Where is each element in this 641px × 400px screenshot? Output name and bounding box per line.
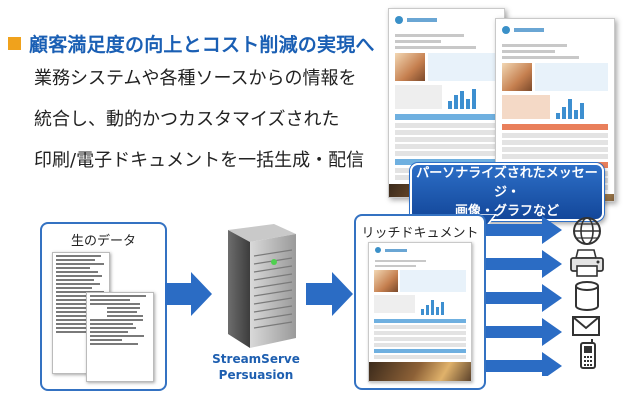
raw-data-label: 生のデータ — [70, 234, 136, 249]
output-arrow-5 — [486, 352, 562, 376]
body-line-2: 統合し、動的かつカスタマイズされた — [34, 109, 340, 130]
rich-document-label: リッチドキュメント — [361, 226, 479, 241]
server-label-line-1: StreamServe — [212, 352, 300, 366]
output-arrow-4 — [486, 318, 562, 346]
output-arrow-2 — [486, 250, 562, 278]
raw-data-sheet-front — [86, 292, 154, 382]
personalized-content-callout: パーソナライズされたメッセージ・ 画像・グラフなど — [410, 163, 604, 221]
server-icon — [228, 224, 296, 348]
body-line-3: 印刷/電子ドキュメントを一括生成・配信 — [34, 150, 365, 171]
server-label-line-2: Persuasion — [218, 368, 294, 382]
output-arrow-3 — [486, 284, 562, 312]
web-icon — [573, 217, 601, 245]
rich-document-box: リッチドキュメント — [354, 214, 486, 390]
rich-document-preview — [368, 242, 472, 382]
email-icon — [572, 316, 600, 336]
arrow-server-to-rich-document — [306, 272, 353, 316]
output-arrows — [486, 216, 562, 376]
mobile-phone-icon — [580, 339, 596, 369]
output-arrow-1 — [486, 216, 562, 244]
headline: 顧客満足度の向上とコスト削減の実現へ — [8, 30, 375, 57]
bullet-square — [8, 37, 21, 50]
body-line-1: 業務システムや各種ソースからの情報を — [34, 68, 357, 89]
sample-document-back — [388, 8, 505, 198]
callout-line-1: パーソナライズされたメッセージ・ — [416, 165, 598, 200]
arrow-raw-to-server — [165, 272, 212, 316]
server-label: StreamServe Persuasion — [206, 351, 306, 383]
printer-icon — [570, 249, 604, 277]
headline-text: 顧客満足度の向上とコスト削減の実現へ — [29, 34, 375, 56]
raw-data-box: 生のデータ — [40, 222, 167, 391]
database-icon — [575, 281, 599, 311]
